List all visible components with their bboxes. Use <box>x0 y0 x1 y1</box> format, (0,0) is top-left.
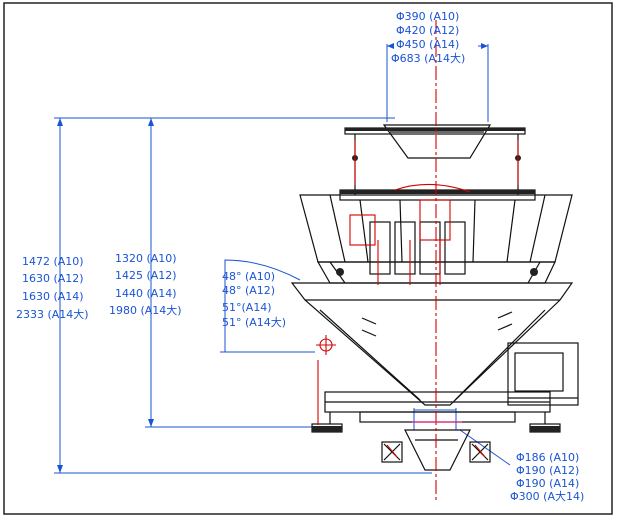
weigher-body <box>290 124 579 471</box>
angle-a14-large: 51° (A14大) <box>222 316 287 329</box>
top-diameter-a14: Φ450 (A14) <box>396 38 460 51</box>
angle-a14: 51°(A14) <box>222 301 272 314</box>
bottom-diameter-a12: Φ190 (A12) <box>516 464 580 477</box>
angle-a12: 48° (A12) <box>222 284 276 297</box>
overall-height-a14-large: 2333 (A14大) <box>16 308 89 321</box>
weigher-details <box>312 128 560 432</box>
bottom-diameter-a10: Φ186 (A10) <box>516 451 580 464</box>
support-height-a14-large: 1980 (A14大) <box>109 304 182 317</box>
drawing-border <box>3 2 613 515</box>
support-height-a14: 1440 (A14) <box>115 287 177 300</box>
top-diameter-a12: Φ420 (A12) <box>396 24 460 37</box>
angle-a10: 48° (A10) <box>222 270 276 283</box>
overall-height-a10: 1472 (A10) <box>22 255 84 268</box>
bottom-diameter-large: Φ300 (A大14) <box>510 490 585 503</box>
top-diameter-a14-large: Φ683 (A14大) <box>391 52 466 65</box>
top-diameter-a10: Φ390 (A10) <box>396 10 460 23</box>
support-height-a10: 1320 (A10) <box>115 252 177 265</box>
bottom-diameter-a14: Φ190 (A14) <box>516 477 580 490</box>
red-details <box>316 20 519 500</box>
overall-height-a14: 1630 (A14) <box>22 290 84 303</box>
dimension-arrows <box>57 43 488 473</box>
overall-height-a12: 1630 (A12) <box>22 272 84 285</box>
support-height-a12: 1425 (A12) <box>115 269 177 282</box>
